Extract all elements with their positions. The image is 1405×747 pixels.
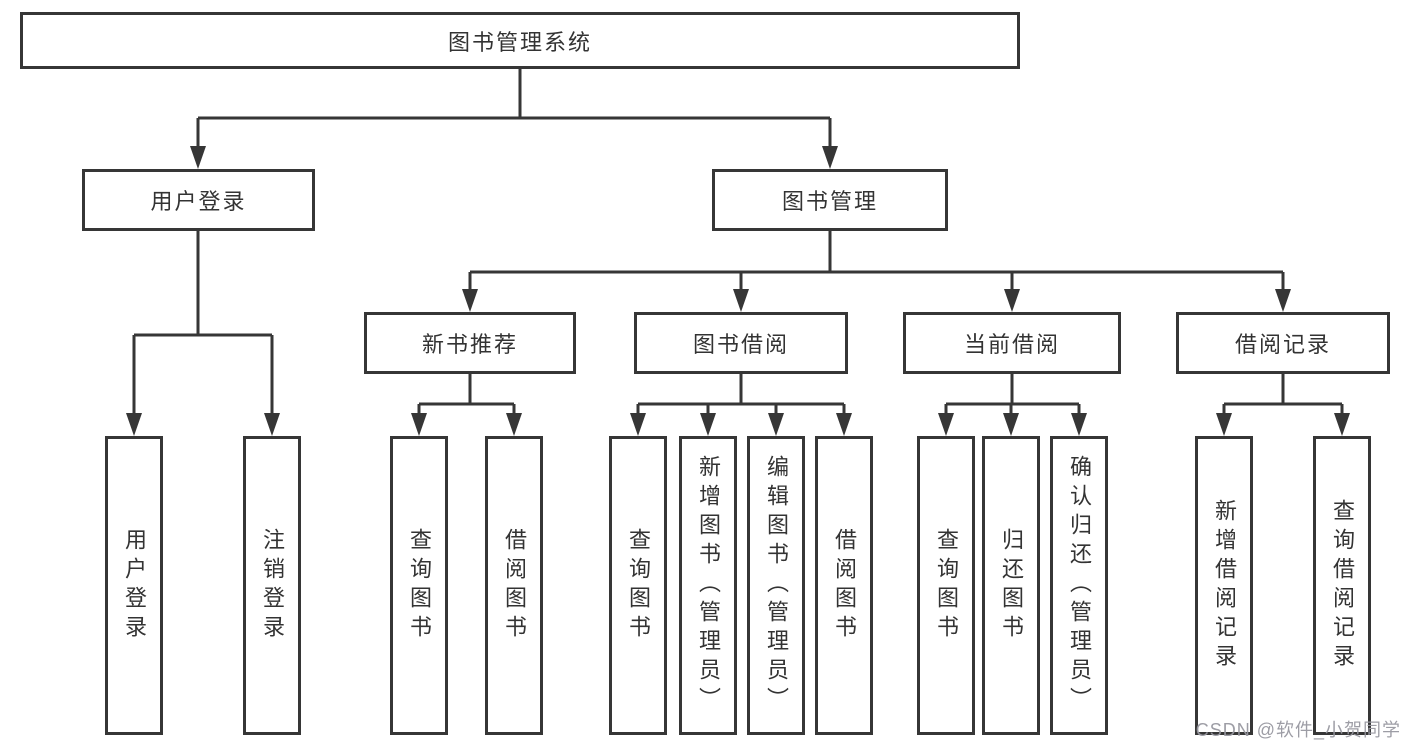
node-borrow-records: 借阅记录 <box>1176 312 1390 374</box>
arrowheads <box>126 146 1350 436</box>
leaf-current-query-books: 查询图书 <box>917 436 975 735</box>
leaf-edit-book-admin: 编辑图书（管理员） <box>747 436 805 735</box>
node-root-label: 图书管理系统 <box>447 29 592 55</box>
leaf-query-borrow-record-label: 查询借阅记录 <box>1330 498 1355 673</box>
leaf-borrow-borrow-books-label: 借阅图书 <box>832 527 857 644</box>
leaf-user-login: 用户登录 <box>105 436 163 735</box>
node-current-borrow-label: 当前借阅 <box>963 332 1060 357</box>
leaf-add-borrow-record-label: 新增借阅记录 <box>1212 498 1237 673</box>
node-book-management: 图书管理 <box>712 169 948 231</box>
node-root: 图书管理系统 <box>20 12 1020 69</box>
watermark-text: CSDN @软件_小贺同学 <box>1195 720 1401 740</box>
leaf-borrow-query-books: 查询图书 <box>609 436 667 735</box>
leaf-edit-book-admin-label: 编辑图书（管理员） <box>764 455 789 716</box>
leaf-recommend-query-books-label: 查询图书 <box>407 527 432 644</box>
leaf-confirm-return-admin-label: 确认归还（管理员） <box>1067 455 1092 716</box>
leaf-logout: 注销登录 <box>243 436 301 735</box>
leaf-recommend-query-books: 查询图书 <box>390 436 448 735</box>
node-borrow-records-label: 借阅记录 <box>1234 332 1331 357</box>
leaf-logout-label: 注销登录 <box>260 527 285 644</box>
leaf-return-books: 归还图书 <box>982 436 1040 735</box>
leaf-confirm-return-admin: 确认归还（管理员） <box>1050 436 1108 735</box>
node-user-login: 用户登录 <box>82 169 315 231</box>
leaf-borrow-query-books-label: 查询图书 <box>626 527 651 644</box>
node-current-borrow: 当前借阅 <box>903 312 1121 374</box>
leaf-return-books-label: 归还图书 <box>999 527 1024 644</box>
leaf-current-query-books-label: 查询图书 <box>934 527 959 644</box>
node-new-book-recommend: 新书推荐 <box>364 312 576 374</box>
leaf-add-book-admin-label: 新增图书（管理员） <box>696 455 721 716</box>
leaf-recommend-borrow-books-label: 借阅图书 <box>502 527 527 644</box>
node-book-borrow-label: 图书借阅 <box>692 332 789 357</box>
node-book-borrow: 图书借阅 <box>634 312 848 374</box>
node-user-login-label: 用户登录 <box>150 189 247 214</box>
leaf-add-book-admin: 新增图书（管理员） <box>679 436 737 735</box>
leaf-recommend-borrow-books: 借阅图书 <box>485 436 543 735</box>
node-book-management-label: 图书管理 <box>781 189 878 214</box>
node-new-book-recommend-label: 新书推荐 <box>421 332 518 357</box>
leaf-add-borrow-record: 新增借阅记录 <box>1195 436 1253 735</box>
leaf-borrow-borrow-books: 借阅图书 <box>815 436 873 735</box>
leaf-user-login-label: 用户登录 <box>122 527 147 644</box>
leaf-query-borrow-record: 查询借阅记录 <box>1313 436 1371 735</box>
